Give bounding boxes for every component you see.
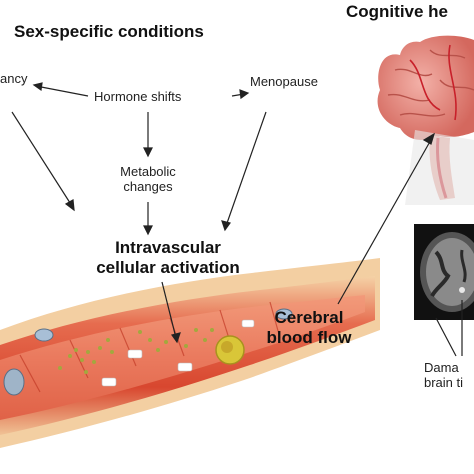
label-activation-line1: Intravascular (115, 238, 221, 257)
label-blood-flow-line2: blood flow (266, 328, 352, 347)
label-metabolic-line2: changes (123, 179, 173, 194)
blood-vessel (0, 258, 380, 448)
label-intravascular-activation: Intravascular cellular activation (64, 238, 272, 278)
label-metabolic-line1: Metabolic (120, 164, 176, 179)
label-damage-line2: brain ti (424, 375, 464, 390)
label-cerebral-blood-flow: Cerebral blood flow (254, 308, 364, 348)
arrows (11, 82, 463, 357)
label-hormone-shifts: Hormone shifts (94, 89, 182, 104)
label-damaged-brain-tissue: Dama brain ti (424, 360, 463, 390)
label-pregnancy: ancy (0, 71, 28, 86)
label-blood-flow-line1: Cerebral (274, 308, 344, 327)
label-menopause: Menopause (250, 74, 318, 89)
heading-sex-specific: Sex-specific conditions (14, 22, 204, 41)
label-damage-line1: Dama (424, 360, 459, 375)
brain-illustration (377, 35, 474, 205)
label-activation-line2: cellular activation (96, 258, 240, 277)
mri-scan (414, 224, 474, 320)
heading-cognitive-health: Cognitive he (346, 2, 449, 21)
label-metabolic-changes: Metabolic changes (112, 164, 184, 194)
